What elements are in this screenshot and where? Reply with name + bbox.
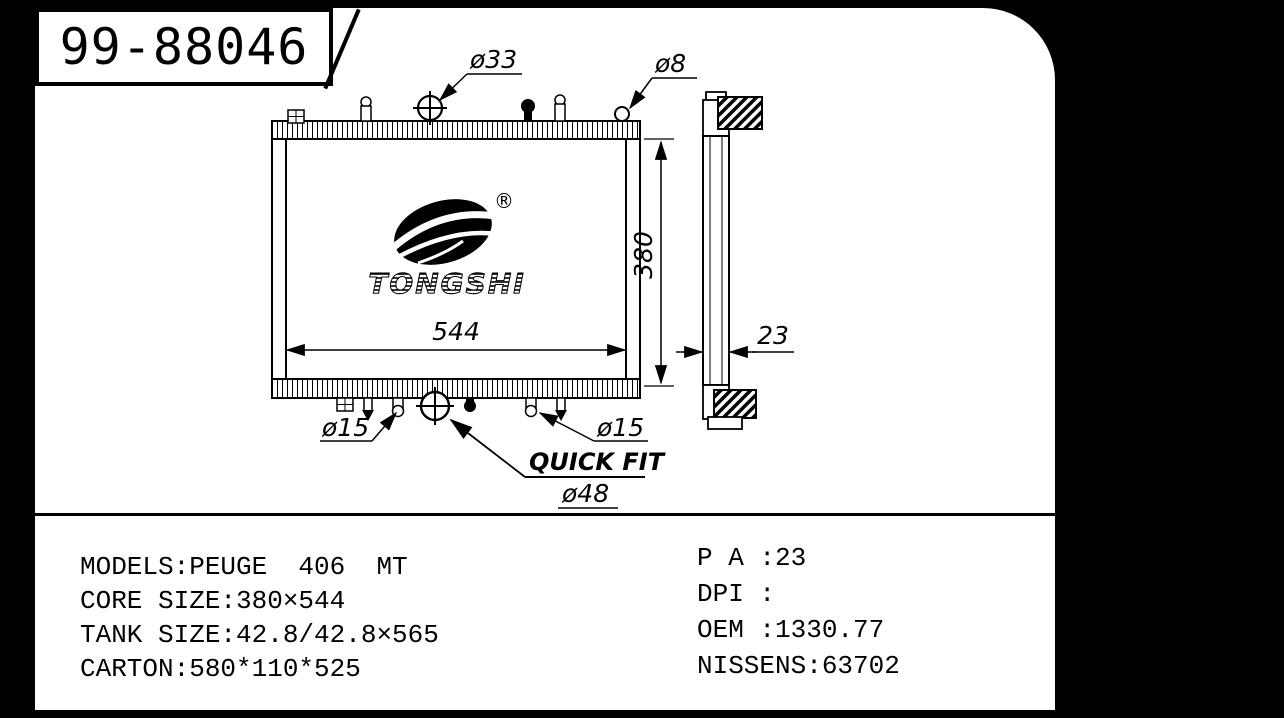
- radiator-front-view: [271, 120, 641, 399]
- bottom-fittings: [336, 387, 567, 425]
- label-filler-diameter: ø33: [438, 45, 522, 102]
- dimension-depth: 23: [676, 321, 794, 359]
- quick-fit-text: QUICK FIT: [529, 448, 666, 476]
- spec-tank-size: TANK SIZE:42.8/42.8×565: [80, 620, 439, 650]
- drain-peg-right: [555, 397, 567, 421]
- label-outlet-right: ø15: [538, 412, 648, 442]
- mount-peg-top-right: [554, 94, 566, 122]
- spec-oem: OEM :1330.77: [697, 615, 885, 645]
- outlet-left-text: ø15: [321, 413, 369, 442]
- logo-swoosh-icon: [391, 199, 498, 265]
- sensor-boss-bottom: [464, 398, 476, 412]
- quick-fit-port: [416, 387, 454, 425]
- quick-fit-diameter-text: ø48: [561, 479, 609, 508]
- spec-carton: CARTON:580*110*525: [80, 654, 361, 684]
- label-quick-fit: QUICK FIT ø48: [449, 418, 666, 509]
- mount-clip-top: [287, 109, 305, 124]
- core-width-text: 544: [432, 317, 480, 346]
- outlet-hose-block: [713, 389, 757, 419]
- bottom-tank-band: [271, 378, 641, 399]
- registered-mark: ®: [494, 189, 514, 213]
- side-column: [702, 135, 730, 386]
- outlet-right-text: ø15: [596, 413, 644, 442]
- filler-neck: [413, 91, 447, 125]
- core-height-text: 380: [629, 231, 658, 279]
- filler-diameter-text: ø33: [469, 45, 517, 74]
- drain-peg-left: [362, 397, 374, 421]
- spec-dpi: DPI :: [697, 579, 776, 609]
- spec-pa: P A :23: [697, 543, 807, 573]
- mount-hole-diameter-text: ø8: [654, 49, 686, 78]
- spec-models: MODELS:PEUGE 406 MT: [80, 552, 408, 582]
- outlet-nipple-left: [391, 397, 405, 418]
- sensor-boss-top: [521, 99, 535, 121]
- outlet-nipple-right: [524, 397, 538, 418]
- spec-separator-line: [35, 513, 1055, 516]
- side-foot: [707, 416, 743, 430]
- spec-nissens: NISSENS:63702: [697, 651, 900, 681]
- spec-block-left: MODELS:PEUGE 406 MT CORE SIZE:380×544 TA…: [80, 550, 439, 686]
- inlet-hose-block: [717, 96, 763, 130]
- dimension-core-width: 544: [285, 317, 627, 357]
- top-fittings: [287, 91, 630, 125]
- radiator-side-view: [702, 91, 763, 430]
- spec-block-right: P A :23 DPI : OEM :1330.77 NISSENS:63702: [697, 540, 900, 684]
- part-number: 99-88046: [59, 18, 309, 76]
- label-mount-hole-diameter: ø8: [629, 49, 697, 110]
- logo-wordmark: TONGSHI: [368, 267, 525, 300]
- spec-core-size: CORE SIZE:380×544: [80, 586, 346, 616]
- left-side-channel: [271, 138, 287, 380]
- dimension-core-height: 380: [629, 138, 674, 387]
- mount-clip-bottom: [336, 397, 354, 412]
- label-outlet-left: ø15: [320, 411, 398, 442]
- mount-peg-top-left: [360, 96, 372, 122]
- part-number-box: 99-88046: [35, 8, 333, 86]
- brand-logo: ® TONGSHI: [368, 189, 525, 301]
- mount-hole-top-right: [614, 106, 630, 122]
- depth-text: 23: [757, 321, 789, 350]
- top-tank-band: [271, 120, 641, 140]
